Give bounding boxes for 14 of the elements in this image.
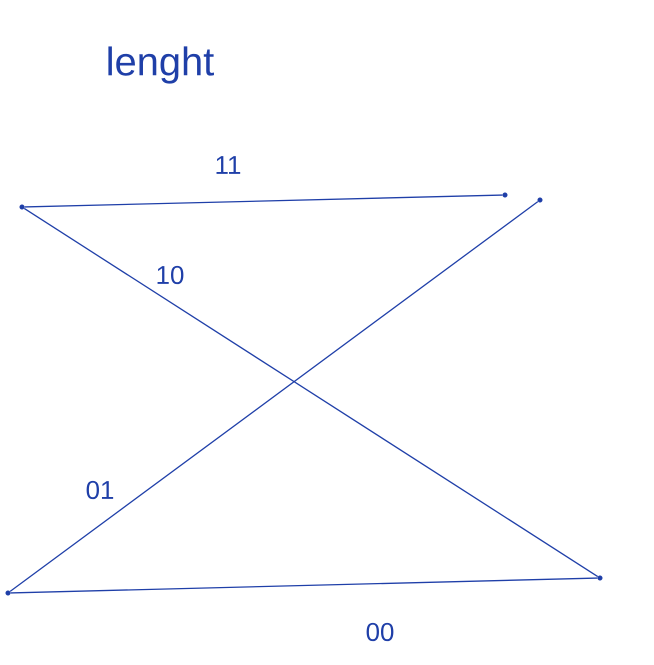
point — [502, 192, 508, 198]
line — [10, 577, 598, 594]
point — [6, 590, 10, 596]
edge-label: 00 — [364, 622, 396, 642]
line — [24, 194, 502, 208]
line — [24, 208, 598, 578]
title: lenght — [108, 46, 214, 84]
point — [538, 198, 542, 202]
edge-label: 01 — [84, 480, 116, 500]
point — [598, 576, 602, 580]
point — [20, 204, 24, 210]
edge-label: 11 — [214, 155, 242, 175]
line — [10, 201, 538, 592]
edge-label: 10 — [154, 264, 186, 286]
